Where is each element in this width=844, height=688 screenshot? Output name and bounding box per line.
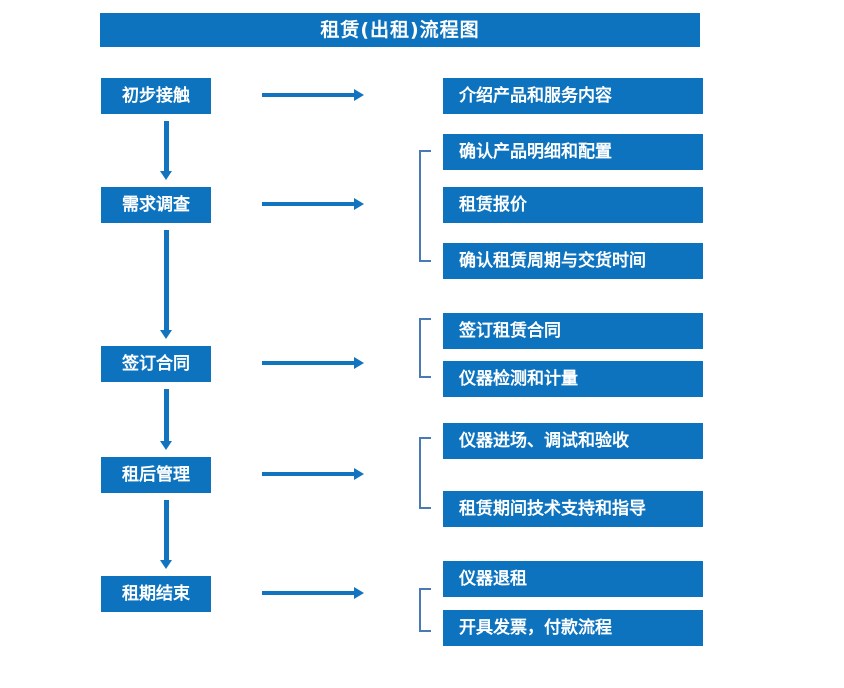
detail-box-4[interactable]: 确认租赁周期与交货时间 xyxy=(443,243,703,279)
group-bracket-3 xyxy=(419,437,431,509)
stage-label-1: 初步接触 xyxy=(122,85,190,106)
detail-label-9: 仪器退租 xyxy=(459,568,527,589)
arrow-shaft xyxy=(262,591,355,595)
detail-box-10[interactable]: 开具发票，付款流程 xyxy=(443,610,703,646)
arrow-head xyxy=(160,330,172,339)
right-arrow-icon-1 xyxy=(262,89,364,101)
arrow-shaft xyxy=(164,500,169,560)
arrow-shaft xyxy=(164,230,169,330)
down-arrow-icon-2 xyxy=(160,230,172,340)
arrow-head xyxy=(160,171,172,180)
down-arrow-icon-1 xyxy=(160,121,172,181)
detail-label-5: 签订租赁合同 xyxy=(459,320,561,341)
stage-box-2[interactable]: 需求调查 xyxy=(101,187,211,223)
arrow-shaft xyxy=(262,472,355,476)
stage-box-3[interactable]: 签订合同 xyxy=(101,346,211,382)
arrow-shaft xyxy=(262,93,355,97)
page-title: 租赁(出租)流程图 xyxy=(320,18,480,41)
detail-label-6: 仪器检测和计量 xyxy=(459,368,578,389)
detail-box-5[interactable]: 签订租赁合同 xyxy=(443,313,703,349)
detail-box-6[interactable]: 仪器检测和计量 xyxy=(443,361,703,397)
stage-label-2: 需求调查 xyxy=(122,194,190,215)
arrow-head xyxy=(354,89,364,101)
arrow-shaft xyxy=(262,361,355,365)
down-arrow-icon-4 xyxy=(160,500,172,570)
right-arrow-icon-4 xyxy=(262,468,364,480)
arrow-head xyxy=(354,587,364,599)
detail-box-9[interactable]: 仪器退租 xyxy=(443,561,703,597)
detail-label-1: 介绍产品和服务内容 xyxy=(459,85,612,106)
stage-box-4[interactable]: 租后管理 xyxy=(101,457,211,493)
stage-label-4: 租后管理 xyxy=(122,464,190,485)
stage-box-1[interactable]: 初步接触 xyxy=(101,78,211,114)
diagram-title-bar: 租赁(出租)流程图 xyxy=(100,13,700,47)
arrow-head xyxy=(160,560,172,569)
stage-label-5: 租期结束 xyxy=(122,583,190,604)
detail-label-3: 租赁报价 xyxy=(459,194,527,215)
arrow-head xyxy=(354,198,364,210)
detail-box-8[interactable]: 租赁期间技术支持和指导 xyxy=(443,491,703,527)
group-bracket-2 xyxy=(419,318,431,378)
detail-label-10: 开具发票，付款流程 xyxy=(459,617,612,638)
right-arrow-icon-3 xyxy=(262,357,364,369)
arrow-shaft xyxy=(262,202,355,206)
detail-box-2[interactable]: 确认产品明细和配置 xyxy=(443,134,703,170)
detail-label-2: 确认产品明细和配置 xyxy=(459,141,612,162)
group-bracket-1 xyxy=(419,150,431,262)
detail-box-3[interactable]: 租赁报价 xyxy=(443,187,703,223)
detail-label-8: 租赁期间技术支持和指导 xyxy=(459,498,646,519)
arrow-head xyxy=(160,441,172,450)
stage-box-5[interactable]: 租期结束 xyxy=(101,576,211,612)
down-arrow-icon-3 xyxy=(160,389,172,451)
arrow-shaft xyxy=(164,121,169,171)
right-arrow-icon-5 xyxy=(262,587,364,599)
detail-box-7[interactable]: 仪器进场、调试和验收 xyxy=(443,423,703,459)
right-arrow-icon-2 xyxy=(262,198,364,210)
arrow-head xyxy=(354,357,364,369)
detail-box-1[interactable]: 介绍产品和服务内容 xyxy=(443,78,703,114)
arrow-shaft xyxy=(164,389,169,441)
detail-label-4: 确认租赁周期与交货时间 xyxy=(459,250,646,271)
group-bracket-4 xyxy=(419,588,431,632)
detail-label-7: 仪器进场、调试和验收 xyxy=(459,430,629,451)
stage-label-3: 签订合同 xyxy=(122,353,190,374)
arrow-head xyxy=(354,468,364,480)
